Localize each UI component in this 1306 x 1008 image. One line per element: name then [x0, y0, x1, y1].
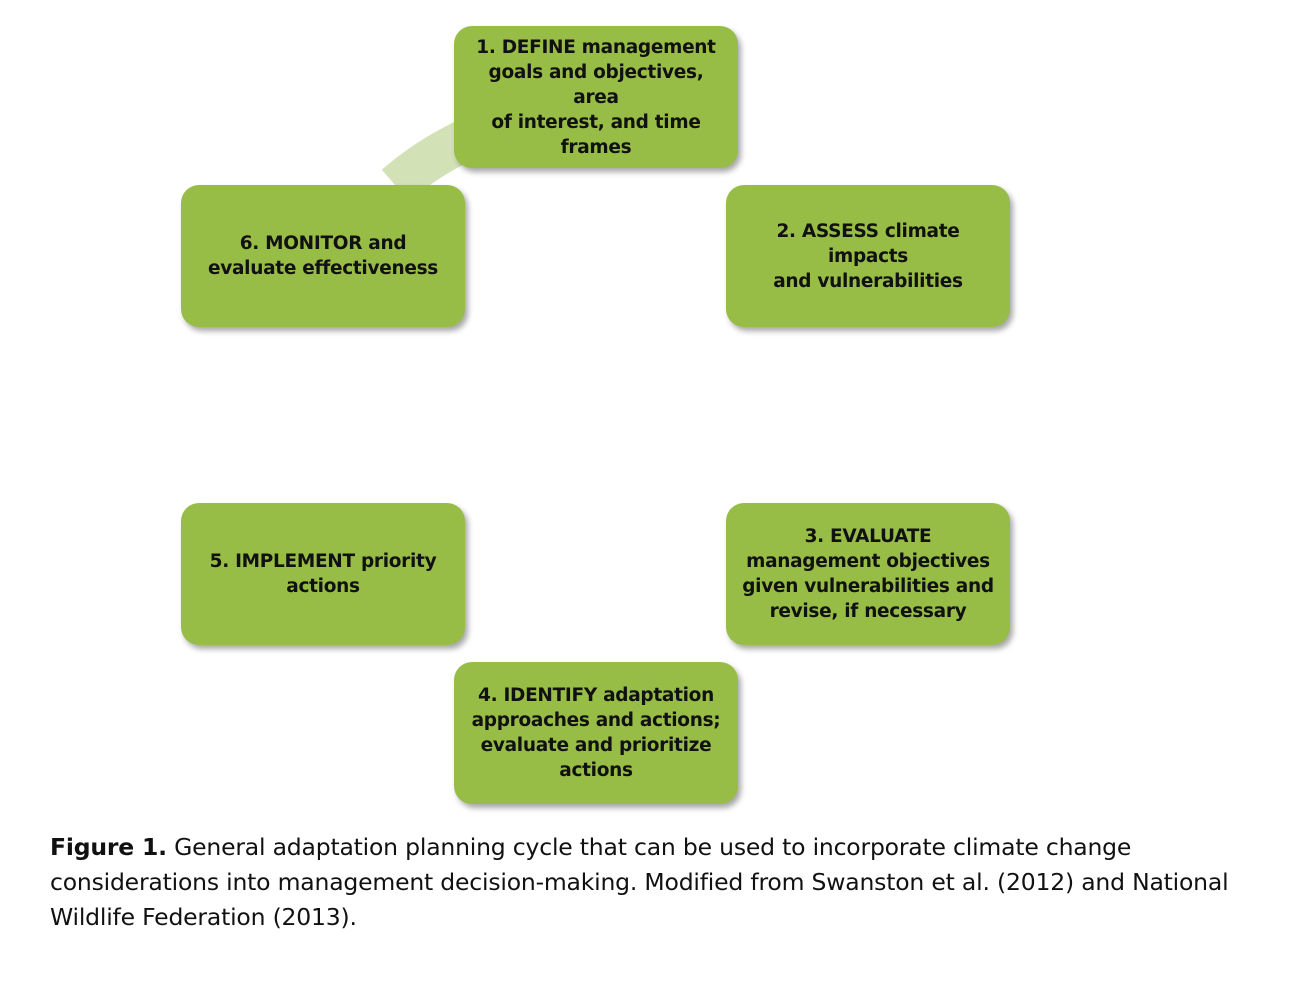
step-assess-box: 2. ASSESS climate impacts and vulnerabil…: [726, 185, 1010, 327]
step-implement-box: 5. IMPLEMENT priority actions: [181, 503, 465, 645]
step-define-box: 1. DEFINE management goals and objective…: [454, 26, 738, 168]
step-monitor-box: 6. MONITOR and evaluate effectiveness: [181, 185, 465, 327]
figure-caption: Figure 1. General adaptation planning cy…: [50, 830, 1280, 935]
step-define-text: 1. DEFINE management goals and objective…: [476, 36, 716, 158]
step-identify-text: 4. IDENTIFY adaptation approaches and ac…: [471, 685, 721, 781]
step-monitor-text: 6. MONITOR and evaluate effectiveness: [207, 233, 438, 279]
step-implement-text: 5. IMPLEMENT priority actions: [209, 551, 437, 597]
step-evaluate-text: 3. EVALUATE management objectives given …: [742, 526, 994, 622]
figure-caption-label: Figure 1.: [50, 833, 167, 861]
step-identify-box: 4. IDENTIFY adaptation approaches and ac…: [454, 662, 738, 804]
step-assess-text: 2. ASSESS climate impacts and vulnerabil…: [773, 220, 963, 292]
step-evaluate-box: 3. EVALUATE management objectives given …: [726, 503, 1010, 645]
figure-caption-text: General adaptation planning cycle that c…: [50, 833, 1229, 931]
